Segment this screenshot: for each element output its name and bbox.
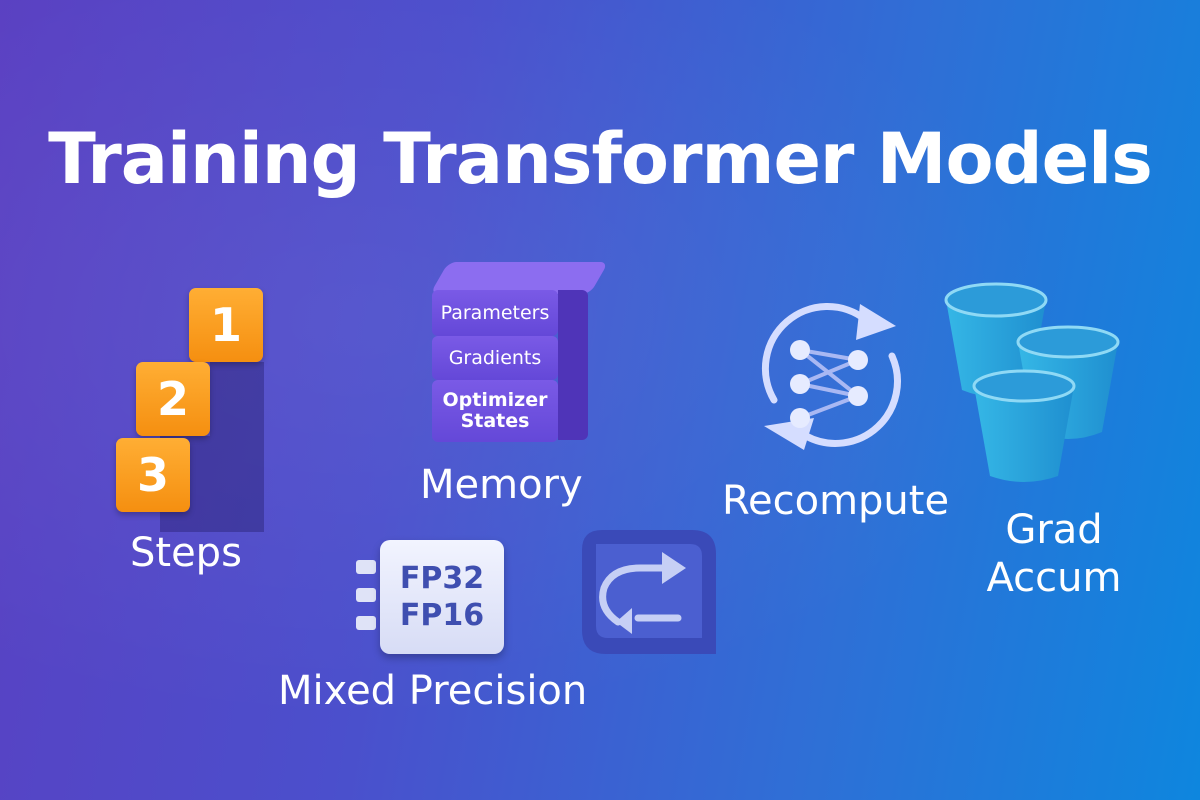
memory-label: Memory [420, 462, 583, 508]
page-title: Training Transformer Models [48, 118, 1153, 200]
buckets-icon [944, 282, 1120, 482]
recompute-label: Recompute [722, 478, 950, 524]
grad-accum-label: Grad Accum [976, 506, 1132, 602]
step-number-2: 2 [136, 362, 210, 436]
grad-accum-line1: Grad [1005, 507, 1103, 553]
chip-line-fp16: FP16 [399, 598, 485, 633]
step-number-1: 1 [189, 288, 263, 362]
memory-layer-optimizer-states: Optimizer States [432, 380, 558, 442]
memory-layer-gradients: Gradients [432, 336, 558, 380]
memory-layer-parameters: Parameters [432, 290, 558, 336]
swap-icon [582, 530, 716, 654]
steps-label: Steps [130, 530, 242, 576]
recompute-icon [761, 303, 901, 450]
step-number-3: 3 [116, 438, 190, 512]
mixed-precision-label: Mixed Precision [278, 668, 588, 714]
chip-line-fp32: FP32 [399, 560, 485, 596]
grad-accum-line2: Accum [986, 555, 1122, 601]
